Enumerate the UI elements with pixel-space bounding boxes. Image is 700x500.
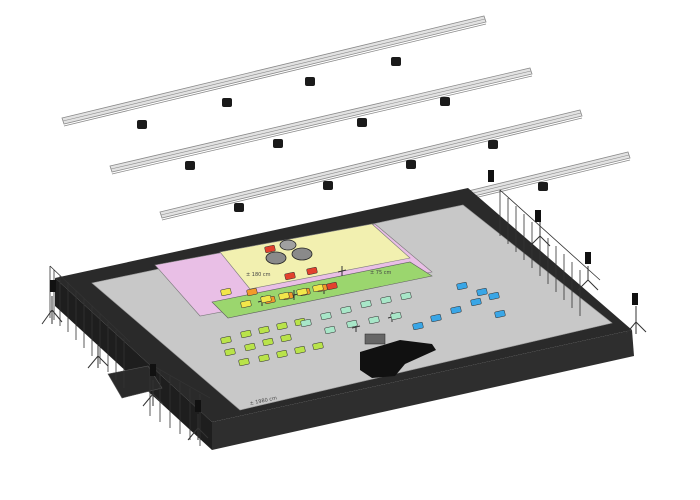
seat-violins (240, 329, 252, 339)
side-railings (49, 189, 601, 446)
drum-icon (291, 247, 313, 261)
seat-violins (312, 341, 324, 351)
seat-violas (340, 305, 352, 315)
seat-violins (280, 333, 292, 343)
tripod-icon (87, 344, 109, 369)
speaker-icon (632, 293, 638, 305)
seat-violins (224, 347, 236, 357)
speaker-icon (535, 210, 541, 222)
seat-violas (346, 319, 358, 329)
seat-violins (238, 357, 250, 367)
railing-front (149, 363, 211, 446)
spotlight-icon (538, 182, 548, 191)
seat-cellos (488, 291, 500, 301)
piano-icon (360, 340, 436, 378)
seat-violins (276, 321, 288, 331)
tripod-stands (41, 222, 647, 441)
seat-woodwinds (312, 283, 324, 293)
seat-violins (244, 342, 256, 352)
stage-deck (55, 188, 634, 450)
grand-piano (360, 333, 436, 378)
timpani-group (265, 239, 313, 265)
spotlight-icon (305, 77, 315, 86)
tripod-icon (41, 296, 63, 325)
seat-violins (262, 337, 274, 347)
riser-yellow (219, 223, 411, 290)
dimension-riser-upper: ± 180 cm (246, 272, 271, 278)
seat-cellos (470, 297, 482, 307)
seat-cellos (456, 281, 468, 291)
spotlight-icon (391, 57, 401, 66)
spotlight-icon (273, 139, 283, 148)
dimension-front: ± 1980 cm (249, 395, 277, 407)
tripod-icon (142, 380, 164, 407)
seat-violins (258, 353, 270, 363)
spotlight-icon (137, 120, 147, 129)
deck-front-side (212, 330, 634, 450)
seat-percussion (264, 244, 276, 254)
seat-violas (320, 311, 332, 321)
speaker-icon (50, 280, 56, 292)
seat-woodwinds (240, 299, 252, 309)
speaker-icon (150, 364, 156, 376)
seat-violas (390, 311, 402, 321)
spotlight-icon (222, 98, 232, 107)
speaker-icon (195, 400, 201, 412)
seating-layout (220, 244, 506, 367)
piano-bench (364, 333, 386, 345)
railing-right (499, 189, 601, 316)
seat-violas (300, 318, 312, 328)
spotlight-icon (406, 160, 416, 169)
truss-2 (109, 67, 533, 175)
seat-percussion (306, 266, 318, 276)
stage-stairs (107, 365, 163, 399)
seat-cellos (450, 305, 462, 315)
spotlight-icon (185, 161, 195, 170)
spotlight-icon (357, 118, 367, 127)
tripod-icon (529, 222, 551, 247)
seat-violins (258, 325, 270, 335)
seat-cellos (476, 287, 488, 297)
tripod-icon (577, 266, 599, 291)
mic-stand-icon (337, 266, 347, 276)
seat-violas (324, 325, 336, 335)
seat-woodwinds (296, 287, 308, 297)
deck-left-side (55, 278, 212, 450)
seat-violas (360, 299, 372, 309)
seat-violas (380, 295, 392, 305)
truss-1 (61, 15, 487, 127)
seat-violins (294, 345, 306, 355)
seat-woodwinds (260, 294, 272, 304)
speaker-icon (585, 252, 591, 264)
drum-icon (279, 239, 297, 251)
dimension-riser-lower: ± 75 cm (370, 270, 391, 276)
spotlight-icon (234, 203, 244, 212)
speaker-icon (488, 170, 494, 182)
spotlight-icon (488, 140, 498, 149)
seat-cellos (494, 309, 506, 319)
seat-woodwinds (278, 291, 290, 301)
seat-violas (400, 291, 412, 301)
seat-violas (368, 315, 380, 325)
seat-violins (276, 349, 288, 359)
seat-brass (246, 287, 258, 297)
drum-icon (265, 251, 287, 265)
seat-cellos (430, 313, 442, 323)
speaker-stands (50, 170, 638, 412)
spotlight-icon (323, 181, 333, 190)
seat-cellos (412, 321, 424, 331)
truss-3 (159, 109, 583, 221)
seat-violins (220, 335, 232, 345)
spotlight-icon (440, 97, 450, 106)
seat-percussion (284, 271, 296, 281)
seat-woodwinds (220, 287, 232, 297)
tripod-icon (625, 306, 647, 335)
tripod-icon (187, 414, 209, 441)
